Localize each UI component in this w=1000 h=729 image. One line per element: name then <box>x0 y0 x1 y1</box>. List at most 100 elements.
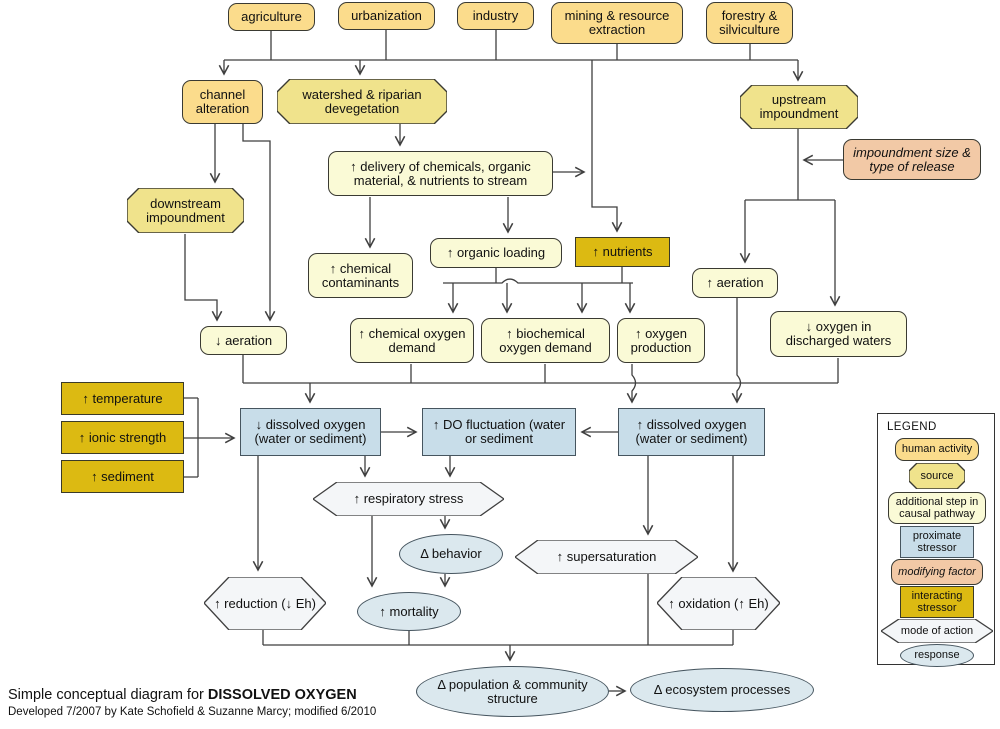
node-label: ↑ delivery of chemicals, organic materia… <box>350 158 531 188</box>
node-label: impoundment size & type of release <box>853 144 971 174</box>
legend-label: source <box>920 469 954 482</box>
connector <box>270 30 751 60</box>
node-label: ↑ chemical oxygen demand <box>358 325 466 355</box>
node-label: agriculture <box>241 9 302 25</box>
connector <box>591 60 623 233</box>
node-ionic-strength: ↑ ionic strength <box>61 421 184 454</box>
legend-title: LEGEND <box>887 421 937 433</box>
node-population-community: Δ population & community structure <box>416 666 609 717</box>
hexagon-shape <box>515 540 698 574</box>
legend-proximate-stressor: proximate stressor <box>900 526 974 558</box>
connector <box>242 355 839 383</box>
legend-label: response <box>914 649 960 662</box>
node-label: ↑ biochemical oxygen demand <box>499 325 592 355</box>
node-label: ↑ reduction (↓ Eh) <box>214 595 316 611</box>
node-supersaturation: ↑ supersaturation <box>515 540 698 574</box>
node-label: ↓ aeration <box>214 332 273 348</box>
node-dissolved-oxygen-increase: ↑ dissolved oxygen (water or sediment) <box>618 408 765 456</box>
node-impoundment-size: impoundment size & type of release <box>843 139 981 180</box>
caption-prefix: Simple conceptual diagram for <box>8 687 208 703</box>
node-reduction: ↑ reduction (↓ Eh) <box>204 577 326 630</box>
connector <box>731 298 743 404</box>
node-chemical-oxygen-demand: ↑ chemical oxygen demand <box>350 318 474 363</box>
node-dissolved-oxygen-decrease: ↓ dissolved oxygen (water or sediment) <box>240 408 381 456</box>
node-temperature: ↑ temperature <box>61 382 184 415</box>
legend-label: proximate stressor <box>912 529 962 554</box>
node-downstream-impoundment: downstream impoundment <box>127 188 244 233</box>
node-aeration-increase: ↑ aeration <box>692 268 778 298</box>
node-channel-alteration: channel alteration <box>182 80 263 124</box>
node-label: ↑ sediment <box>91 468 154 484</box>
node-chemical-contaminants: ↑ chemical contaminants <box>308 253 413 298</box>
node-label: ↑ nutrients <box>592 244 653 260</box>
connector <box>184 397 199 478</box>
node-label: ↓ oxygen in discharged waters <box>785 319 892 348</box>
node-label: ↑ temperature <box>82 390 163 406</box>
legend-human-activity: human activity <box>895 438 979 461</box>
node-mining: mining & resource extraction <box>551 2 683 44</box>
node-label: forestry & silviculture <box>719 8 780 37</box>
node-mortality: ↑ mortality <box>357 592 461 631</box>
node-label: ↑ mortality <box>379 603 439 619</box>
node-label: upstream impoundment <box>759 92 839 121</box>
caption-highlight: DISSOLVED OXYGEN <box>207 687 357 703</box>
caption-title: Simple conceptual diagram for DISSOLVED … <box>8 687 376 703</box>
node-label: ↓ dissolved oxygen (water or sediment) <box>254 417 367 446</box>
connector <box>443 278 633 284</box>
node-nutrients: ↑ nutrients <box>575 237 670 267</box>
legend-interacting-stressor: interacting stressor <box>900 586 974 618</box>
caption: Simple conceptual diagram for DISSOLVED … <box>8 687 376 718</box>
node-label: ↑ dissolved oxygen (water or sediment) <box>635 417 748 446</box>
node-organic-loading: ↑ organic loading <box>430 238 562 268</box>
node-label: ↑ DO fluctuation (water or sediment <box>432 417 566 446</box>
node-biochemical-oxygen-demand: ↑ biochemical oxygen demand <box>481 318 610 363</box>
node-oxidation: ↑ oxidation (↑ Eh) <box>657 577 780 630</box>
node-do-fluctuation: ↑ DO fluctuation (water or sediment <box>422 408 576 456</box>
hexagon-shape <box>881 619 993 643</box>
hexagon-shape <box>313 482 504 516</box>
node-label: ↑ supersaturation <box>556 549 657 565</box>
node-agriculture: agriculture <box>228 3 315 31</box>
legend: LEGEND human activity source additional … <box>877 413 995 667</box>
legend-label: interacting stressor <box>911 589 963 614</box>
connector <box>495 267 623 283</box>
node-label: Δ ecosystem processes <box>653 682 791 698</box>
node-label: channel alteration <box>195 87 250 116</box>
node-label: downstream impoundment <box>146 195 225 225</box>
legend-mode-of-action: mode of action <box>881 619 993 643</box>
node-label: ↑ oxidation (↑ Eh) <box>668 595 769 611</box>
octagon-shape <box>277 79 447 124</box>
node-industry: industry <box>457 2 534 30</box>
legend-additional-step: additional step in causal pathway <box>888 492 986 524</box>
legend-label: additional step in causal pathway <box>895 495 979 520</box>
caption-credit: Developed 7/2007 by Kate Schofield & Suz… <box>8 706 377 718</box>
node-sediment: ↑ sediment <box>61 460 184 493</box>
node-label: mining & resource extraction <box>564 8 670 37</box>
node-label: Δ behavior <box>420 546 482 562</box>
node-behavior: Δ behavior <box>399 534 503 574</box>
node-delivery: ↑ delivery of chemicals, organic materia… <box>328 151 553 196</box>
octagon-shape <box>909 463 965 489</box>
node-ecosystem-processes: Δ ecosystem processes <box>630 668 814 712</box>
node-label: ↑ organic loading <box>446 245 546 261</box>
node-label: watershed & riparian devegetation <box>302 86 422 116</box>
node-upstream-impoundment: upstream impoundment <box>740 85 858 129</box>
node-urbanization: urbanization <box>338 2 435 30</box>
connector <box>262 574 734 645</box>
legend-source: source <box>909 463 965 489</box>
hexagon-shape <box>204 577 326 630</box>
node-label: urbanization <box>351 8 422 24</box>
node-oxygen-production: ↑ oxygen production <box>617 318 705 363</box>
legend-modifying-factor: modifying factor <box>891 559 983 585</box>
legend-label: mode of action <box>900 624 974 637</box>
node-label: ↑ respiratory stress <box>353 491 464 507</box>
connector <box>242 124 276 322</box>
node-oxygen-discharged: ↓ oxygen in discharged waters <box>770 311 907 357</box>
octagon-shape <box>740 85 858 129</box>
node-aeration-decrease: ↓ aeration <box>200 326 287 355</box>
node-forestry: forestry & silviculture <box>706 2 793 44</box>
node-label: ↑ oxygen production <box>630 325 692 355</box>
legend-label: human activity <box>901 443 973 456</box>
